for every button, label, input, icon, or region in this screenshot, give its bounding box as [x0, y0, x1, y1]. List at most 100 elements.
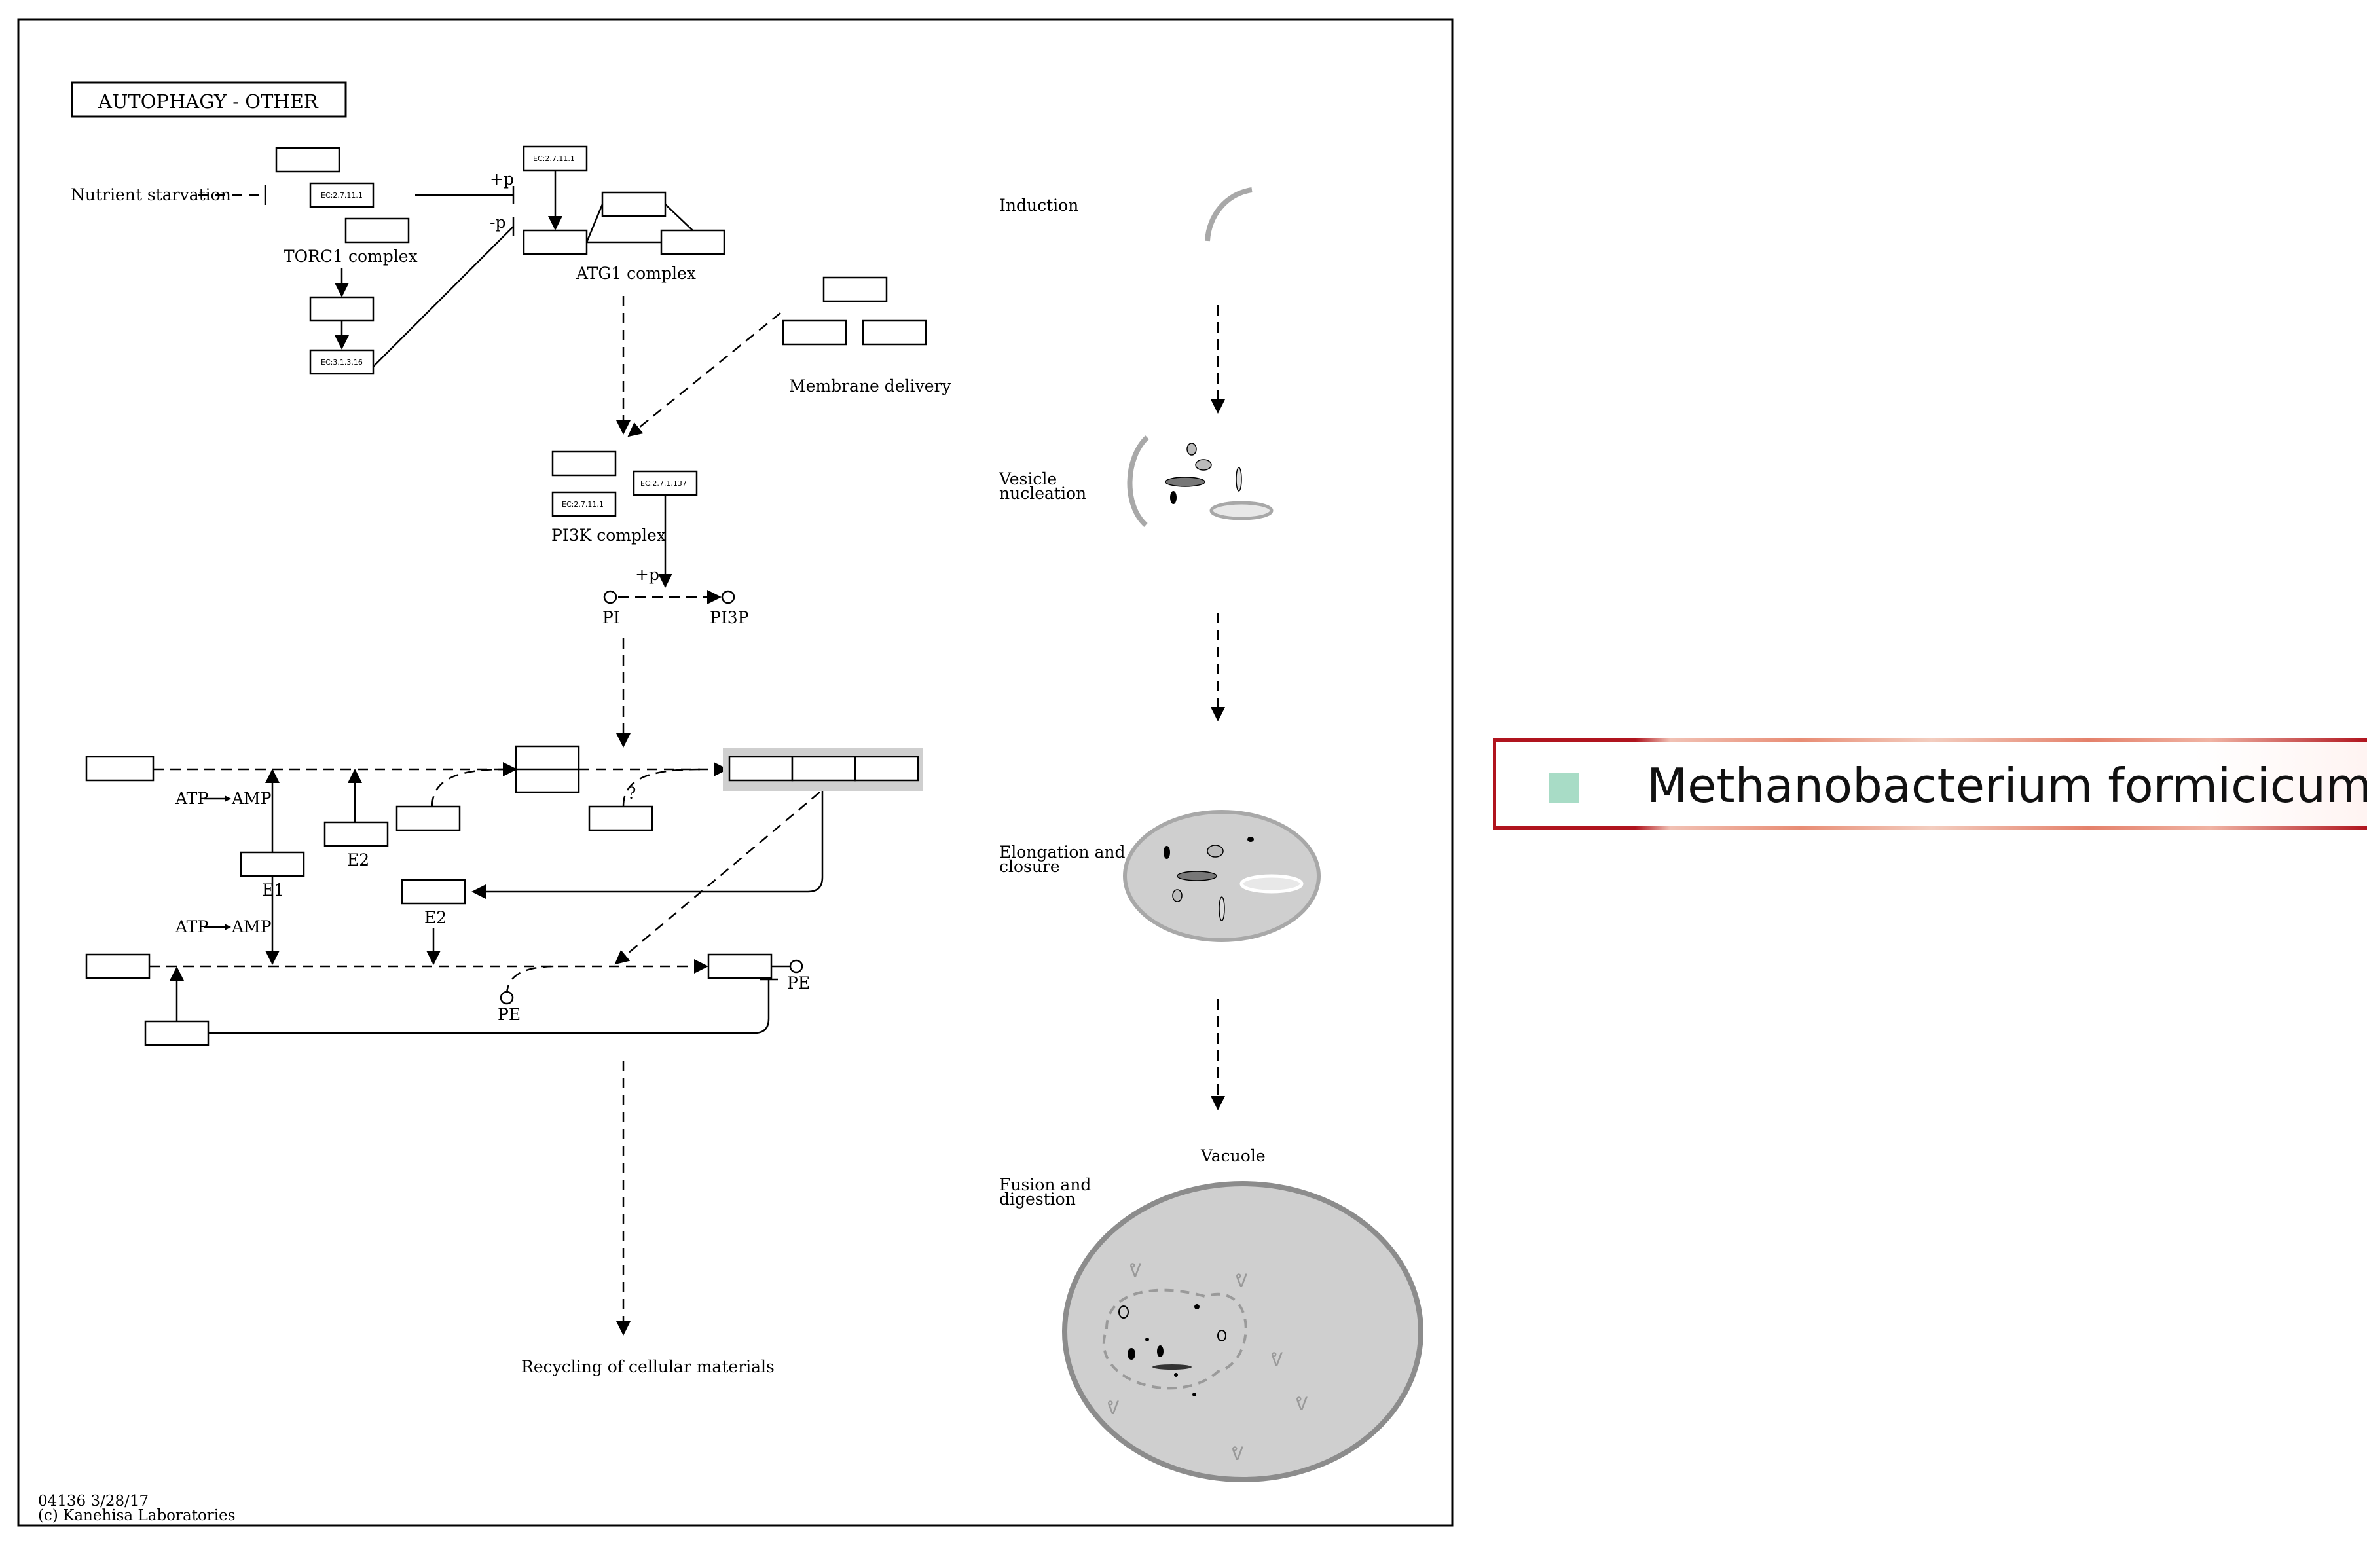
autophagosome-particle-4 — [1172, 889, 1183, 902]
nucleation-particle-4 — [1170, 491, 1177, 504]
e2-box-1[interactable] — [323, 821, 389, 847]
vacuole-mark-2: ᕓ — [1235, 1270, 1247, 1292]
phosphatase-enzyme-box[interactable] — [309, 349, 375, 375]
autophagosome-particle-3 — [1164, 846, 1170, 859]
vacuole-mark-1: ᕓ — [1129, 1260, 1141, 1281]
atp-label-1: ATP — [175, 789, 208, 808]
legend-organism-label: Methanobacterium formicicum — [1647, 758, 2367, 813]
nucleation-particle-5 — [1236, 467, 1242, 492]
legend-color-swatch — [1549, 773, 1579, 803]
torc1-enzyme-box[interactable] — [309, 182, 375, 208]
vacuole-particle-2 — [1128, 1348, 1135, 1360]
e2-label-2: E2 — [424, 908, 447, 927]
atg1-gene-box-1[interactable] — [523, 229, 588, 255]
map-footer-id: 04136 3/28/17 — [38, 1493, 149, 1510]
torc1-enzyme-label: EC:2.7.11.1 — [321, 191, 363, 200]
nucleation-particle-3 — [1165, 477, 1205, 487]
pe-label-2: PE — [498, 1005, 521, 1024]
pi3k-enzyme-box-2[interactable] — [633, 470, 698, 496]
pi3p-label: PI3P — [710, 608, 748, 627]
fusion-digestion-label-2: digestion — [999, 1190, 1076, 1209]
elongation-closure-label: Elongation and — [999, 843, 1125, 862]
legend-border-top — [1496, 738, 2367, 742]
pi3k-complex-label: PI3K complex — [551, 526, 666, 545]
autophagosome-icon — [1123, 810, 1321, 942]
autophagosome-particle-2 — [1177, 871, 1217, 881]
pi3p-compound[interactable] — [721, 590, 735, 604]
vacuole-label: Vacuole — [1200, 1146, 1266, 1165]
atg1-gene-box-2[interactable] — [601, 191, 667, 217]
torc1-gene-box-1[interactable] — [275, 147, 340, 173]
organism-legend: Methanobacterium formicicum — [1493, 738, 2367, 830]
amp-label-1: AMP — [231, 789, 271, 808]
map-footer-copyright: (c) Kanehisa Laboratories — [38, 1507, 236, 1524]
vacuole-particle-4 — [1152, 1364, 1192, 1370]
pe-label-1: PE — [787, 974, 810, 993]
torc1-gene-box-2[interactable] — [344, 217, 410, 244]
pi-compound[interactable] — [603, 590, 617, 604]
vesicle-nucleation-label: Vesicle — [999, 469, 1057, 488]
complex-box-1[interactable] — [728, 756, 794, 782]
vacuole-mark-6: ᕓ — [1231, 1443, 1243, 1465]
membrane-delivery-label: Membrane delivery — [789, 376, 951, 395]
atg1-complex-label: ATG1 complex — [576, 264, 696, 283]
e2-box-2[interactable] — [401, 879, 466, 905]
phosphatase-enzyme-label: EC:3.1.3.16 — [321, 358, 363, 367]
phagophore-icon — [1205, 187, 1253, 242]
vesicle-nucleation-label-2: nucleation — [999, 484, 1086, 503]
autophagosome-particle-6 — [1247, 837, 1254, 842]
membrane-gene-box-1[interactable] — [822, 276, 888, 302]
vacuole-particle-9 — [1145, 1338, 1149, 1341]
plus-p-label-1: +p — [490, 170, 514, 189]
amp-label-2: AMP — [231, 917, 271, 936]
pe-compound-1[interactable] — [789, 959, 803, 974]
vacuole-particle-3 — [1157, 1345, 1164, 1357]
autophagosome-particle-1 — [1207, 845, 1224, 858]
complex-box-3[interactable] — [854, 756, 919, 782]
question-label: ? — [627, 784, 636, 803]
vacuole-particle-7 — [1192, 1393, 1196, 1396]
complex-box-2[interactable] — [791, 756, 856, 782]
vacuole-particle-8 — [1174, 1373, 1178, 1377]
conj1-side-box-2[interactable] — [588, 805, 653, 831]
nucleation-particle-2 — [1195, 459, 1212, 471]
map-frame — [17, 18, 1454, 1527]
conj2-start-box[interactable] — [85, 953, 151, 979]
e2-label-1: E2 — [347, 850, 369, 869]
pe-compound-2[interactable] — [500, 991, 514, 1005]
plus-p-label-2: +p — [635, 565, 659, 584]
vacuole-particle-1 — [1118, 1305, 1129, 1319]
fusion-digestion-label: Fusion and — [999, 1175, 1091, 1194]
conj1-side-box-1[interactable] — [395, 805, 461, 831]
vacuole-particle-5 — [1217, 1330, 1226, 1341]
membrane-gene-box-3[interactable] — [862, 319, 927, 346]
nucleation-particle-1 — [1186, 443, 1197, 456]
conj2-bottom-box[interactable] — [144, 1020, 210, 1046]
autophagosome-particle-5 — [1219, 896, 1225, 921]
pi-label: PI — [602, 608, 620, 627]
conj2-end-box[interactable] — [707, 953, 773, 979]
e1-box[interactable] — [240, 851, 305, 877]
vacuole-mark-3: ᕓ — [1270, 1349, 1283, 1370]
pi3k-enzyme-box-1[interactable] — [551, 491, 617, 517]
atp-label-2: ATP — [175, 917, 208, 936]
torc1-complex-label: TORC1 complex — [284, 247, 418, 266]
atg1-gene-box-3[interactable] — [660, 229, 725, 255]
pi3k-gene-box-1[interactable] — [551, 450, 617, 477]
autophagosome-vesicle — [1239, 874, 1304, 894]
elongation-closure-label-2: closure — [999, 857, 1060, 876]
conj1-start-box[interactable] — [85, 756, 155, 782]
atg1-enzyme-box[interactable] — [523, 145, 588, 172]
vacuole-icon — [1062, 1181, 1423, 1482]
atg1-enzyme-label: EC:2.7.11.1 — [533, 155, 575, 163]
nucleation-vesicle-icon — [1209, 501, 1274, 520]
vacuole-mark-4: ᕓ — [1295, 1393, 1308, 1415]
pi3k-enzyme-label-1: EC:2.7.11.1 — [562, 500, 604, 509]
pi3k-enzyme-label-2: EC:2.7.1.137 — [640, 479, 687, 488]
map-title: AUTOPHAGY - OTHER — [98, 90, 319, 113]
vacuole-mark-5: ᕓ — [1107, 1397, 1119, 1419]
minus-p-label: -p — [490, 213, 505, 232]
membrane-gene-box-2[interactable] — [782, 319, 847, 346]
torc1-downstream-box[interactable] — [309, 296, 375, 322]
